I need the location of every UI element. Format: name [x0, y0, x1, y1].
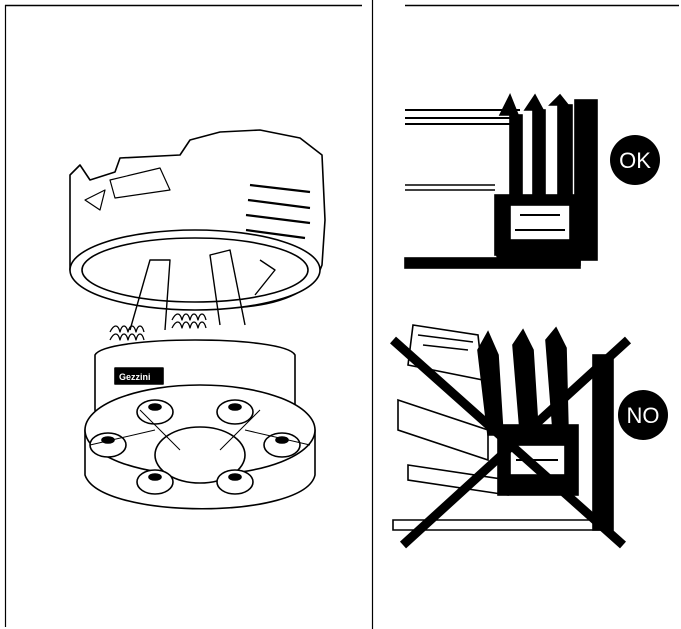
ok-badge [610, 135, 660, 185]
no-badge-label: NO [627, 403, 660, 428]
ok-detail-illustration: OK [404, 93, 660, 269]
no-fins [477, 326, 569, 436]
upper-ring-rim [81, 237, 309, 303]
no-detail-illustration: NO [390, 324, 668, 549]
led-lenses [89, 399, 301, 495]
product-illustration: Gezzini [69, 129, 326, 510]
spring-clips [129, 249, 276, 331]
brand-plate [114, 367, 164, 385]
brand-label: Gezzini [119, 372, 151, 382]
no-cross-icon [390, 336, 632, 549]
center-lens [154, 426, 246, 484]
spring-left-icon [109, 325, 145, 341]
spring-right-icon [171, 313, 207, 329]
no-badge [618, 390, 668, 440]
ok-badge-label: OK [619, 148, 651, 173]
